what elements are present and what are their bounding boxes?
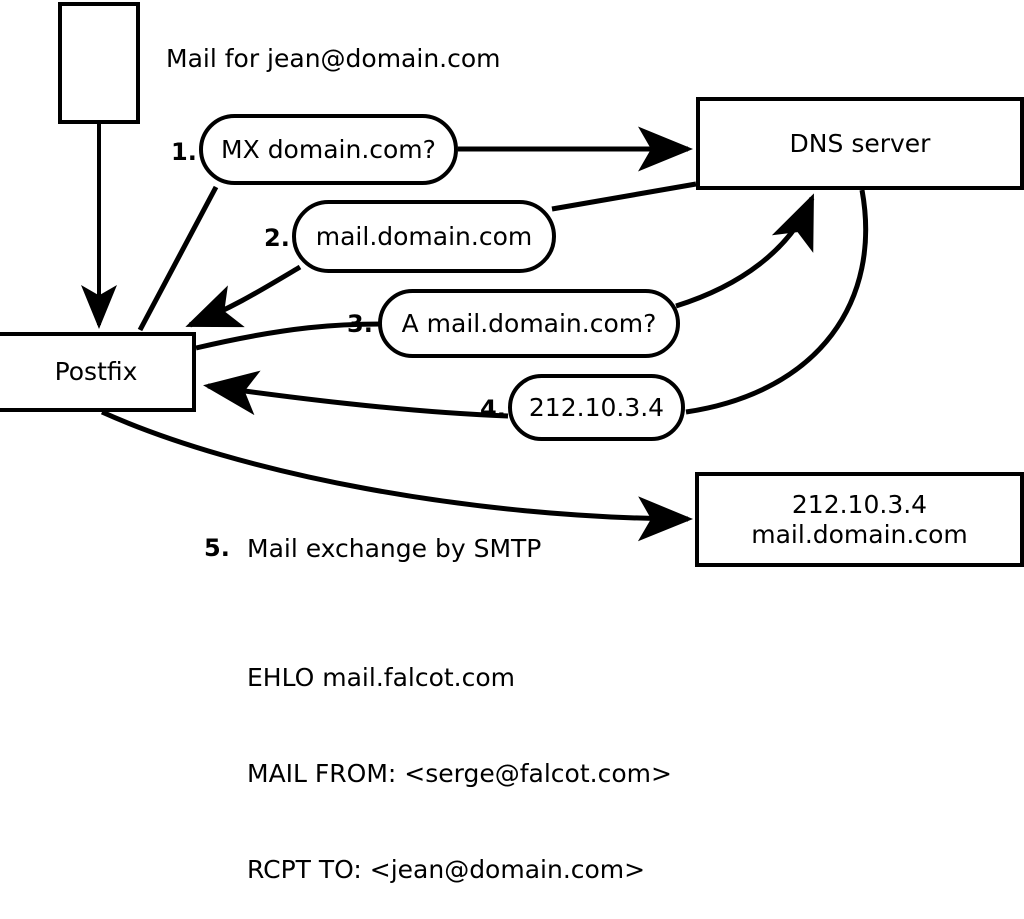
dns-server-label: DNS server [789, 128, 931, 158]
step-2-bubble: mail.domain.com [292, 200, 556, 273]
transcript-line: EHLO mail.falcot.com [247, 663, 516, 692]
step-3-bubble: A mail.domain.com? [378, 289, 680, 358]
page-title: Mail for jean@domain.com [166, 44, 501, 73]
step-1-bubble: MX domain.com? [199, 114, 458, 185]
arrow-step2-to-postfix [185, 264, 302, 328]
transcript-line: RCPT TO: <jean@domain.com> [247, 855, 646, 884]
step-5-number: 5. [204, 534, 230, 562]
remote-mail-server-box: 212.10.3.4 mail.domain.com [695, 472, 1024, 567]
arrow-step3-to-dns [675, 193, 815, 309]
smtp-transcript: EHLO mail.falcot.com MAIL FROM: <serge@f… [247, 598, 672, 919]
step-3-number: 3. [347, 310, 373, 338]
line-dns-to-step2 [551, 181, 697, 212]
step-3-label: A mail.domain.com? [401, 308, 657, 338]
remote-mail-server-ip: 212.10.3.4 [791, 489, 928, 519]
step-1-number: 1. [171, 138, 197, 166]
postfix-label: Postfix [54, 357, 138, 386]
step-2-number: 2. [264, 224, 290, 252]
postfix-box: Postfix [0, 332, 196, 412]
step-2-label: mail.domain.com [315, 221, 533, 251]
remote-mail-server-host: mail.domain.com [751, 519, 968, 549]
step-4-bubble: 212.10.3.4 [508, 374, 685, 441]
line-dns-to-step4 [685, 189, 869, 415]
transcript-line: MAIL FROM: <serge@falcot.com> [247, 759, 672, 788]
arrow-step4-to-postfix [203, 370, 509, 419]
line-postfix-to-step3 [195, 321, 383, 351]
remote-mail-server-lines: 212.10.3.4 mail.domain.com [751, 490, 967, 550]
step-4-label: 212.10.3.4 [528, 392, 665, 422]
step-1-label: MX domain.com? [221, 134, 436, 164]
dns-server-box: DNS server [696, 97, 1024, 190]
client-box [58, 2, 140, 124]
line-postfix-to-step1 [137, 185, 219, 332]
arrow-postfix-to-target [100, 409, 693, 542]
step-5-label: Mail exchange by SMTP [247, 534, 542, 563]
step-4-number: 4. [480, 395, 506, 423]
